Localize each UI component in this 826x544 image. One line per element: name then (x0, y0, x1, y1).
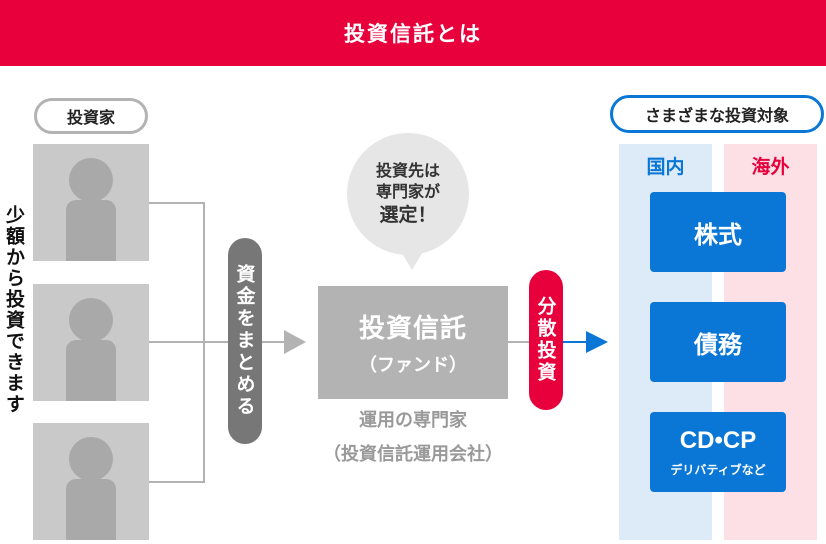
bubble-line: 投資先は (375, 160, 440, 180)
bubble-tail (400, 250, 424, 270)
arrow-right-icon (284, 330, 306, 354)
connector-line (508, 341, 530, 343)
investor-avatar (33, 423, 149, 540)
investors-label: 投資家 (34, 98, 148, 134)
connector-line (563, 341, 589, 343)
fund-subtitle: （ファンド） (359, 355, 467, 376)
asset-box-cdcp: CD•CP デリバティブなど (650, 412, 786, 492)
asset-box-debt: 債務 (650, 302, 786, 382)
fund-box: 投資信託 （ファンド） (318, 286, 508, 399)
asset-subtitle: デリバティブなど (670, 462, 766, 477)
fund-manager-caption: 運用の専門家 (359, 410, 467, 431)
person-torso (66, 340, 116, 401)
pool-funds-pill: 資金をまとめる (228, 238, 262, 444)
domestic-label: 国内 (646, 156, 685, 178)
person-icon (69, 437, 113, 481)
person-torso (66, 479, 116, 540)
asset-title: 債務 (694, 330, 742, 359)
title-banner: 投資信託とは (0, 0, 826, 66)
person-torso (66, 200, 116, 261)
connector-line (149, 341, 229, 343)
expert-selects-bubble: 投資先は 専門家が 選定！ (347, 133, 469, 255)
investor-avatar (33, 284, 149, 401)
investment-targets-label: さまざまな投資対象 (610, 95, 824, 133)
pool-funds-text: 資金をまとめる (233, 264, 256, 418)
connector-line (149, 481, 204, 483)
bubble-line: 専門家が (375, 182, 440, 202)
bubble-line: 選定！ (379, 203, 437, 226)
arrow-right-icon (586, 331, 608, 353)
fund-manager-caption-sub: （投資信託運用会社） (323, 444, 503, 465)
small-amount-tagline: 少額から投資できます (3, 205, 25, 415)
fund-title: 投資信託 (358, 314, 467, 344)
asset-title: 株式 (694, 220, 742, 249)
person-icon (69, 298, 113, 342)
investors-label-text: 投資家 (66, 108, 115, 127)
diversified-investment-text: 分散投資 (534, 296, 557, 384)
person-icon (69, 158, 113, 202)
asset-title: CD•CP (679, 426, 757, 454)
connector-line (203, 202, 205, 483)
connector-line (149, 202, 204, 204)
page-title: 投資信託とは (344, 22, 482, 46)
investor-avatar (33, 144, 149, 261)
connector-line (262, 341, 286, 343)
investment-targets-text: さまざまな投資対象 (644, 106, 789, 125)
diversified-investment-pill: 分散投資 (529, 270, 563, 410)
asset-box-stocks: 株式 (650, 192, 786, 272)
overseas-label: 海外 (751, 156, 790, 178)
